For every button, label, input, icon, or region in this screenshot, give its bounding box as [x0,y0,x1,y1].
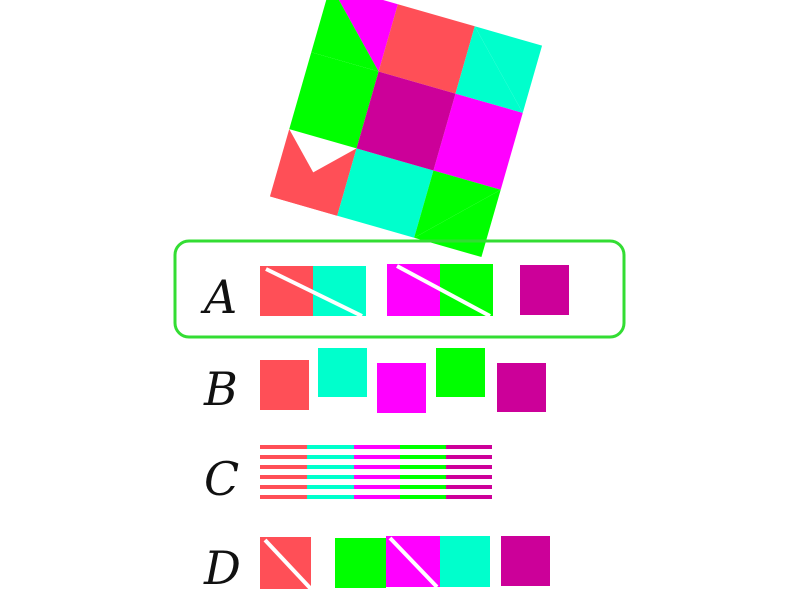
option-a-highlight [173,239,626,339]
cyan-corner-top-right [474,26,543,113]
option-b-green-piece [436,348,485,397]
option-c-gap-5 [258,489,494,495]
option-d-purple-piece [501,536,550,586]
option-b-magenta-piece [377,363,426,413]
option-b-label[interactable]: B [203,362,238,416]
option-d-green-piece [335,538,386,588]
magenta-panel-right [433,93,523,190]
option-d-cyan-piece [440,536,490,587]
cyan-panel-bottom [337,148,434,238]
option-c-gap-2 [258,459,494,465]
option-d-cut-line-2 [388,536,439,589]
option-a-cyan-piece [313,266,366,316]
option-b-cyan-piece [318,348,367,397]
option-a-cut-line-2 [396,264,491,318]
red-panel-top [378,4,475,94]
option-a-purple-piece [520,265,569,315]
option-b-pieces[interactable] [260,348,546,413]
green-panel-left [289,52,379,149]
option-c-gap-3 [258,469,494,475]
option-b-purple-piece [497,363,546,412]
magenta-triangle-top-left [330,0,398,72]
option-a-green-piece [440,264,493,316]
composite-square [269,0,543,258]
option-a-magenta-piece [387,264,440,316]
option-a-pieces[interactable] [260,264,569,318]
option-c-pieces[interactable] [258,445,494,505]
cyan-triangle-top-right [455,26,523,113]
option-d-cut-line-1 [263,538,313,591]
option-c-gap-4 [258,479,494,485]
option-c-gap-1 [258,449,494,455]
option-a-label[interactable]: A [200,270,237,324]
option-b-red-piece [260,360,309,410]
green-corner-top-left [311,0,379,72]
option-d-label[interactable]: D [203,541,241,595]
green-triangle-bottom-right [414,170,501,238]
purple-center-square [356,71,456,171]
option-d-pieces[interactable] [260,536,550,591]
option-c-gap-6 [258,499,494,505]
option-a-red-piece [260,266,313,316]
option-c-label[interactable]: C [204,452,239,506]
option-a-cut-line-1 [265,267,363,318]
red-corner-bottom-left [269,129,338,216]
